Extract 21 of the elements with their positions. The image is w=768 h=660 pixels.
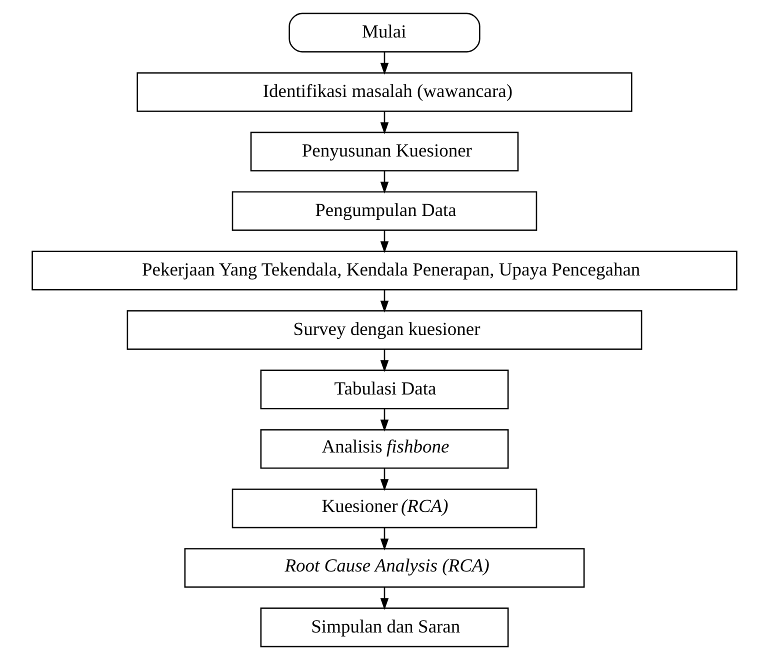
arrow <box>380 230 388 254</box>
arrow <box>380 349 388 372</box>
arrow <box>380 468 388 492</box>
arrow <box>380 587 388 610</box>
node-box: Survey dengan kuesioner <box>126 310 642 350</box>
node-box: Root Cause Analysis (RCA) <box>184 548 584 588</box>
arrow <box>380 170 388 194</box>
arrow <box>380 52 388 75</box>
node-box: Tabulasi Data <box>260 370 508 410</box>
node-box: Simpulan dan Saran <box>260 608 508 648</box>
node-box: Pekerjaan Yang Tekendala, Kendala Penerapan, Upaya Pencegahan <box>31 250 737 290</box>
node-box: Analisis fishbone <box>260 429 508 469</box>
node-box: Identifikasi masalah (wawancara) <box>136 72 632 112</box>
node-box: Pengumpulan Data <box>231 191 537 231</box>
arrow <box>380 528 388 551</box>
arrow <box>380 290 388 313</box>
arrow <box>380 111 388 134</box>
node-box: Mulai <box>288 12 480 52</box>
node-box: Kuesioner (RCA) <box>231 488 537 528</box>
node-box: Penyusunan Kuesioner <box>250 132 518 172</box>
arrow <box>380 408 388 432</box>
